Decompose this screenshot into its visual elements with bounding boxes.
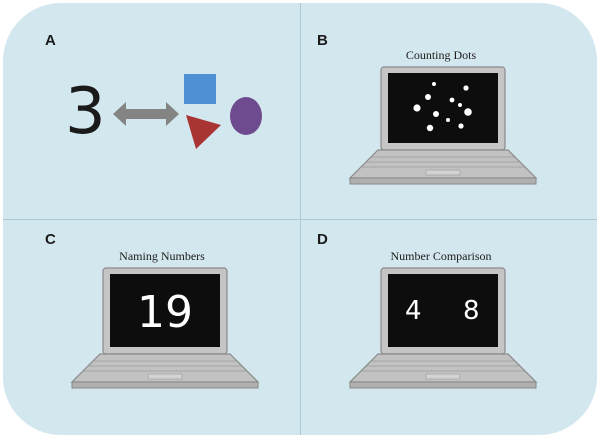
double-arrow-icon [113,102,179,126]
blue-square-icon [184,74,216,104]
naming-numbers-caption: Naming Numbers [119,249,205,263]
numeral-three: 3 [65,75,106,149]
vertical-divider [300,3,301,435]
laptop-number-comparison [348,267,538,389]
laptop-naming-numbers [70,267,260,389]
panel-c-label: C [45,231,56,248]
counting-dots-caption: Counting Dots [405,48,477,62]
screen-number-19: 19 [137,287,193,338]
number-comparison-caption: Number Comparison [390,249,492,263]
red-triangle-icon [186,115,221,149]
panel-b-label: B [317,32,328,49]
screen-number-left: 4 [405,296,422,326]
panel-a-label: A [45,32,56,49]
figure-panel-grid: A 3 B Counting Dots C Naming Nu [3,3,597,435]
panel-d-label: D [317,231,328,248]
screen-number-right: 8 [463,296,480,326]
purple-circle-icon [230,97,262,135]
dot-field [413,82,472,132]
laptop-counting-dots [348,66,538,185]
